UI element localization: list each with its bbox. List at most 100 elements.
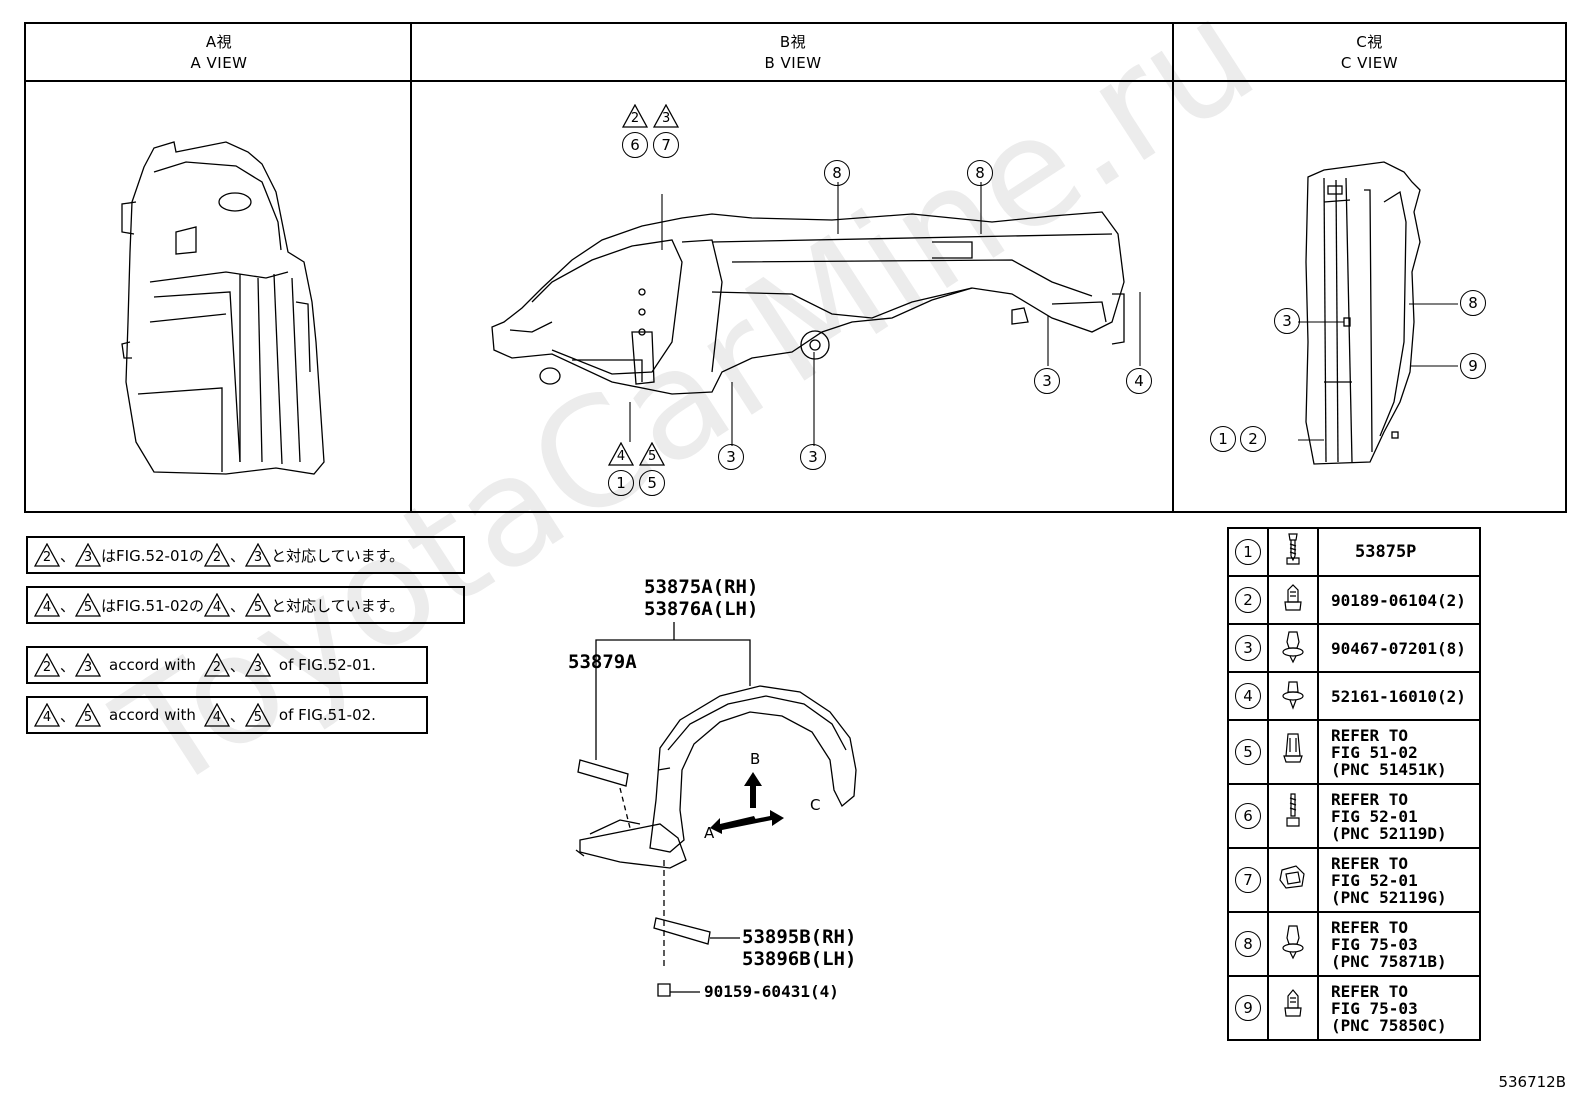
clip-icon (1282, 631, 1304, 664)
triangle-3-icon: 3 (244, 653, 271, 677)
ref-line: (PNC 52119G) (1331, 887, 1447, 907)
view-b: B視 B VIEW (410, 24, 1174, 511)
part-number: 90189-06104(2) (1331, 590, 1466, 610)
ref-line: REFER TO (1331, 981, 1409, 1001)
triangle-4-icon: 4 (203, 703, 230, 727)
views-panel: A視 A VIEW B視 (24, 22, 1567, 513)
view-b-bottom-left-callout: 4 5 1 5 (608, 442, 666, 496)
view-c: C視 C VIEW 3 (1172, 24, 1565, 511)
circle-5-icon: 5 (1235, 739, 1261, 765)
label-liner-lh: 53876A(LH) (644, 598, 759, 620)
main-liner-drawing (575, 622, 857, 997)
part-number: 90467-07201(8) (1331, 638, 1466, 658)
triangle-3-icon: 3 (75, 653, 102, 677)
triangle-5-icon: 5 (245, 593, 272, 617)
triangle-3-icon: 3 (75, 543, 102, 567)
triangle-5-icon: 5 (639, 442, 666, 466)
view-c-en: C VIEW (1340, 54, 1399, 72)
label-bracket-rh: 53895B(RH) (742, 926, 857, 948)
label-bolt: 90159-60431(4) (704, 982, 839, 1001)
arrow-c-label: C (810, 796, 821, 814)
part-number: 53875P (1355, 542, 1417, 562)
parts-table: 1 53875P 2 90189-06104(2) 3 90467-07201(… (1227, 527, 1481, 1041)
circle-2-icon: 2 (1235, 587, 1261, 613)
note-text: と対応しています。 (271, 546, 405, 565)
ref-line: FIG 75-03 (1331, 934, 1418, 954)
circle-8-icon: 8 (824, 160, 850, 186)
triangle-2-icon: 2 (622, 104, 648, 128)
ref-line: REFER TO (1331, 853, 1409, 873)
view-c-header: C視 C VIEW (1174, 24, 1565, 82)
circle-8-icon: 8 (967, 160, 993, 186)
triangle-4-icon: 4 (608, 442, 634, 466)
circle-7-icon: 7 (1235, 867, 1261, 893)
view-b-drawing (491, 182, 1141, 446)
triangle-4-icon: 4 (204, 593, 231, 617)
table-row: 3 90467-07201(8) (1227, 623, 1481, 673)
view-a: A視 A VIEW (26, 24, 412, 511)
view-a-drawing (121, 141, 325, 475)
circle-1-icon: 1 (608, 470, 634, 496)
circle-9-icon: 9 (1460, 353, 1486, 379)
screw-icon (1286, 793, 1300, 827)
arrow-b-label: B (750, 750, 761, 768)
ref-line: (PNC 52119D) (1331, 823, 1447, 843)
triangle-4-icon: 4 (34, 593, 60, 617)
ref-line: REFER TO (1331, 917, 1409, 937)
figure-number: 536712B (1498, 1073, 1566, 1091)
circle-3-icon: 3 (1235, 635, 1261, 661)
circle-7-icon: 7 (653, 132, 680, 158)
circle-4-icon: 4 (1235, 683, 1261, 709)
triangle-2-icon: 2 (204, 543, 231, 567)
view-c-jp: C視 (1356, 33, 1383, 51)
circle-5-icon: 5 (639, 470, 666, 496)
clip-icon (1282, 681, 1304, 710)
label-liner-rh: 53875A(RH) (644, 576, 759, 598)
label-bracket-lh: 53896B(LH) (742, 948, 857, 970)
arrow-a-label: A (704, 824, 715, 842)
view-b-header: B視 B VIEW (412, 24, 1174, 82)
ref-line: FIG 51-02 (1331, 742, 1418, 762)
ref-line: FIG 75-03 (1331, 998, 1418, 1018)
view-a-en: A VIEW (190, 54, 248, 72)
table-row: 4 52161-16010(2) (1227, 671, 1481, 721)
triangle-5-icon: 5 (75, 593, 102, 617)
circle-6-icon: 6 (622, 132, 648, 158)
clip-icon (1282, 925, 1304, 960)
clamp-icon (1279, 865, 1305, 889)
ref-line: (PNC 75871B) (1331, 951, 1447, 971)
note-text: と対応しています。 (271, 596, 405, 615)
note-text: accord with (109, 706, 196, 724)
circle-8-icon: 8 (1460, 290, 1486, 316)
part-number: 52161-16010(2) (1331, 686, 1466, 706)
circle-3-icon: 3 (1274, 308, 1300, 334)
ref-line: FIG 52-01 (1331, 806, 1418, 826)
triangle-2-icon: 2 (34, 543, 60, 567)
view-b-en: B VIEW (764, 54, 822, 72)
triangle-3-icon: 3 (653, 104, 680, 128)
circle-1-icon: 1 (1210, 426, 1236, 452)
view-b-jp: B視 (779, 33, 807, 51)
view-a-header: A視 A VIEW (26, 24, 412, 82)
label-strip: 53879A (568, 651, 637, 673)
circle-6-icon: 6 (1235, 803, 1261, 829)
clip-icon (1283, 733, 1303, 763)
circle-3-icon: 3 (718, 444, 744, 470)
table-row: 1 53875P (1227, 527, 1481, 577)
nut-icon (1284, 584, 1302, 611)
note-text: accord with (109, 656, 196, 674)
circle-4-icon: 4 (1126, 368, 1152, 394)
screw-icon (1286, 533, 1300, 565)
view-b-top-left-callout: 2 3 6 7 (622, 104, 680, 158)
note-text: of FIG.52-01. (278, 656, 376, 674)
triangle-5-icon: 5 (244, 703, 271, 727)
